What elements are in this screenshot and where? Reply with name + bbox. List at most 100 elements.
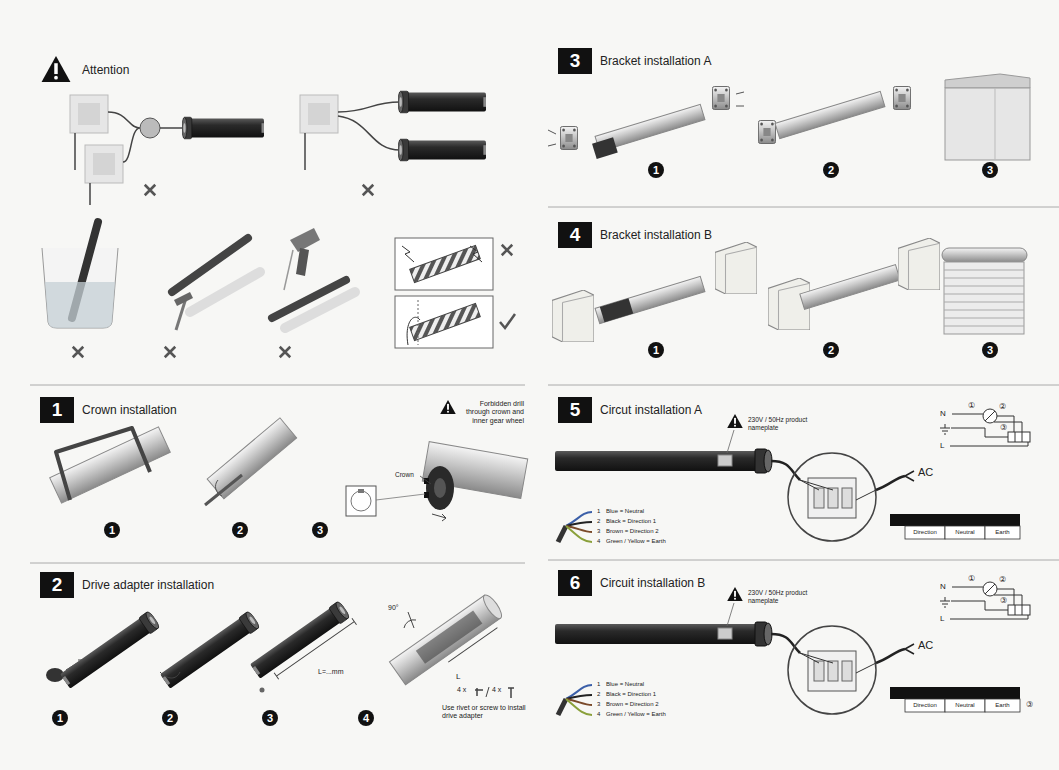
crown-installation-drawing-ellipse — [426, 466, 454, 510]
bracket-b-drawing — [552, 238, 1027, 342]
bracket-a-drawing-rect — [592, 137, 618, 159]
step-number: 2 — [40, 572, 74, 598]
bracket-a-drawing-line — [995, 88, 996, 160]
wiring-warning-path — [160, 127, 184, 129]
section-header: 1Crown installation — [40, 397, 177, 423]
crown-installation-drawing-path — [215, 480, 222, 496]
drive-adapter-drawing-g — [249, 600, 350, 679]
text-label: ② — [999, 575, 1006, 585]
text-label: Black = Direction 1 — [606, 691, 656, 698]
drive-adapter-drawing-g-rect — [416, 611, 483, 664]
handling-warning-path — [418, 300, 419, 345]
text-label: 2 — [597, 518, 600, 525]
wiring-warning-path — [338, 102, 400, 150]
circuit-a-drawing — [555, 409, 1030, 542]
circuit-b-drawing — [555, 582, 1030, 715]
text-label: ① — [968, 574, 975, 584]
drive-adapter-drawing-g — [59, 610, 160, 689]
callout-number: 3 — [262, 710, 278, 726]
crown-installation-drawing-line — [205, 475, 242, 505]
note-text: Forbidden drill through crown and inner … — [458, 400, 524, 425]
wiring-warning-circle — [140, 118, 160, 138]
crown-installation-drawing-line — [376, 494, 425, 500]
table-cell: Earth — [985, 526, 1020, 539]
drive-adapter-drawing-g-ellipse — [480, 592, 504, 621]
table-cell: Direction — [905, 699, 945, 712]
step-number: 5 — [558, 397, 592, 423]
crown-installation-drawing-ellipse — [434, 478, 446, 498]
text-label: Blue = Neutral — [606, 508, 644, 515]
step-number: 6 — [558, 570, 592, 596]
wiring-warning-use — [398, 91, 486, 113]
crown-installation-drawing — [50, 400, 528, 521]
handling-warning-use — [502, 245, 513, 256]
drive-adapter-drawing-path — [508, 688, 514, 698]
crown-installation-drawing-line — [420, 476, 431, 484]
text-label: Brown = Direction 2 — [606, 528, 659, 535]
drive-adapter-drawing-g-rect — [389, 595, 500, 684]
section-header: 6 Circuit installation B — [558, 570, 705, 596]
bracket-b-drawing-rect — [800, 265, 900, 310]
drive-adapter-drawing-g-path — [274, 618, 356, 679]
callout-number: 4 — [358, 710, 374, 726]
drive-adapter-drawing-g — [159, 610, 260, 689]
step-title: Circut installation A — [600, 403, 702, 417]
bracket-a-drawing — [548, 74, 1030, 160]
step-title: Circuit installation B — [600, 576, 705, 590]
wiring-warning-rect — [300, 95, 338, 133]
handling-warning-path — [42, 248, 118, 328]
callout-number: 2 — [162, 710, 178, 726]
drive-adapter-drawing-path — [404, 612, 416, 628]
step-number: 4 — [558, 222, 592, 248]
text-label: Attention — [82, 63, 129, 77]
drive-adapter-drawing-path — [160, 672, 180, 678]
handling-warning-rect — [410, 245, 481, 282]
handling-warning-path — [296, 248, 309, 276]
text-label: Brown = Direction 2 — [606, 701, 659, 708]
bracket-b-drawing-rect — [942, 248, 1027, 262]
bracket-a-drawing-use — [893, 87, 910, 110]
callout-number: 3 — [982, 342, 998, 358]
crown-installation-drawing-rect — [50, 427, 171, 503]
text-label: 1 — [597, 681, 600, 688]
bracket-a-drawing-rect — [945, 88, 1030, 160]
step-number: 1 — [40, 397, 74, 423]
crown-installation-drawing-rect — [358, 489, 364, 493]
handling-warning-use — [280, 347, 291, 358]
text-label: Green / Yellow = Earth — [606, 538, 666, 545]
bracket-a-drawing-use — [712, 87, 729, 110]
step-title: Bracket installation A — [600, 54, 711, 68]
circuit-b-drawing-use — [555, 582, 1030, 715]
text-label: 1 — [597, 508, 600, 515]
callout-number: 2 — [823, 342, 839, 358]
callout-number: 2 — [232, 522, 248, 538]
handling-warning-line — [284, 250, 293, 290]
crown-installation-drawing-rect — [346, 486, 376, 516]
handling-warning-rect — [395, 238, 493, 290]
wiring-warning — [70, 91, 486, 205]
section-header: 5 Circut installation A — [558, 397, 702, 423]
wiring-warning-use — [398, 139, 486, 161]
attention-icon-use — [42, 56, 71, 82]
note-text: Use rivet or screw to install drive adap… — [442, 704, 526, 721]
crown-installation-drawing-use — [440, 400, 456, 414]
table-cell: Direction — [905, 526, 945, 539]
drive-adapter-drawing-line — [486, 687, 489, 697]
bracket-b-drawing-use — [898, 238, 940, 290]
bracket-a-drawing-rect — [775, 91, 885, 138]
text-label: 4 — [597, 711, 600, 718]
text-label: Blue = Neutral — [606, 681, 644, 688]
text-label: 3 — [597, 701, 600, 708]
handling-warning-path — [290, 228, 320, 252]
drive-adapter-drawing-g-use — [159, 610, 260, 689]
drive-adapter-drawing-circle — [260, 688, 265, 693]
text-label: L=...mm — [318, 668, 343, 676]
handling-warning-path — [45, 282, 115, 328]
circuit-a-drawing-use — [555, 409, 1030, 542]
text-label: Black = Direction 1 — [606, 518, 656, 525]
handling-warning-use — [73, 347, 84, 358]
wiring-warning-path — [75, 133, 90, 205]
drive-adapter-drawing-g-use — [59, 610, 160, 689]
divider-line — [30, 207, 1059, 563]
